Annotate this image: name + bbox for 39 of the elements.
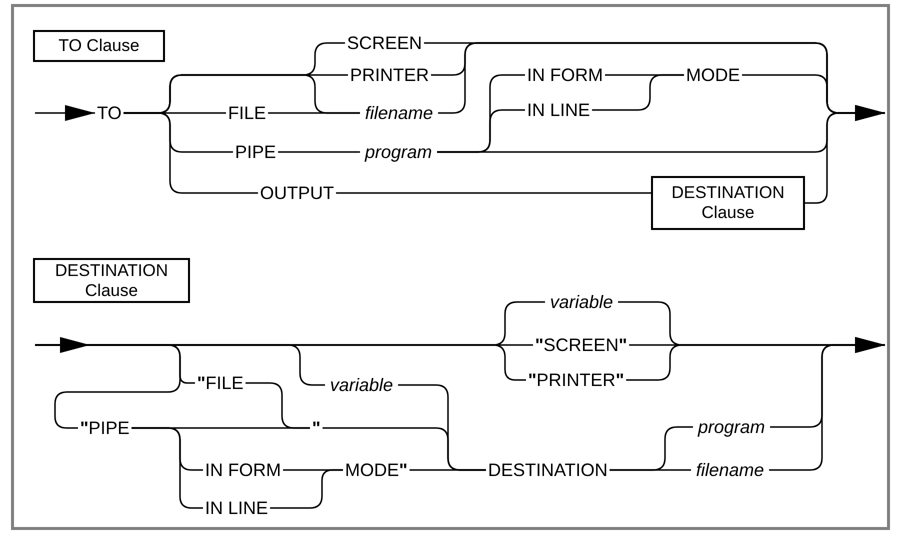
keyword: PRINTER [348,65,432,85]
syntax-path [278,151,360,153]
keyword: IN FORM [525,65,605,85]
quote-mark: " [310,418,323,438]
clause-box: DESTINATION Clause [651,176,805,230]
keyword: "PIPE [78,418,132,438]
syntax-path [592,74,684,111]
keyword: TO [95,103,124,123]
keyword: OUTPUT [258,183,336,203]
clause-box: DESTINATION Clause [33,258,190,303]
syntax-term: program [693,417,770,437]
syntax-path [268,112,360,114]
keyword: IN LINE [203,498,270,518]
syntax-path [270,469,343,509]
keyword: IN LINE [525,100,592,120]
syntax-path [124,112,258,194]
keyword: "PRINTER" [526,370,626,390]
syntax-term: filename [691,460,770,480]
keyword: SCREEN [345,33,424,53]
keyword: "SCREEN" [533,335,630,355]
clause-box: TO Clause [33,30,165,62]
keyword: MODE" [343,460,410,480]
syntax-path [626,337,885,381]
syntax-path [805,105,885,204]
syntax-term: filename [360,103,438,123]
syntax-term: variable [545,292,618,312]
syntax-term: program [360,142,438,162]
keyword: PIPE [233,142,278,162]
syntax-path [410,469,486,471]
syntax-path [336,192,651,194]
syntax-path [35,105,95,121]
keyword: MODE [684,65,742,85]
syntax-path [610,469,691,471]
keyword: IN FORM [203,460,283,480]
keyword: FILE [226,103,268,123]
syntax-term: variable [325,375,398,395]
keyword: "FILE [195,373,246,393]
syntax-path [132,427,203,509]
keyword: DESTINATION [486,460,610,480]
